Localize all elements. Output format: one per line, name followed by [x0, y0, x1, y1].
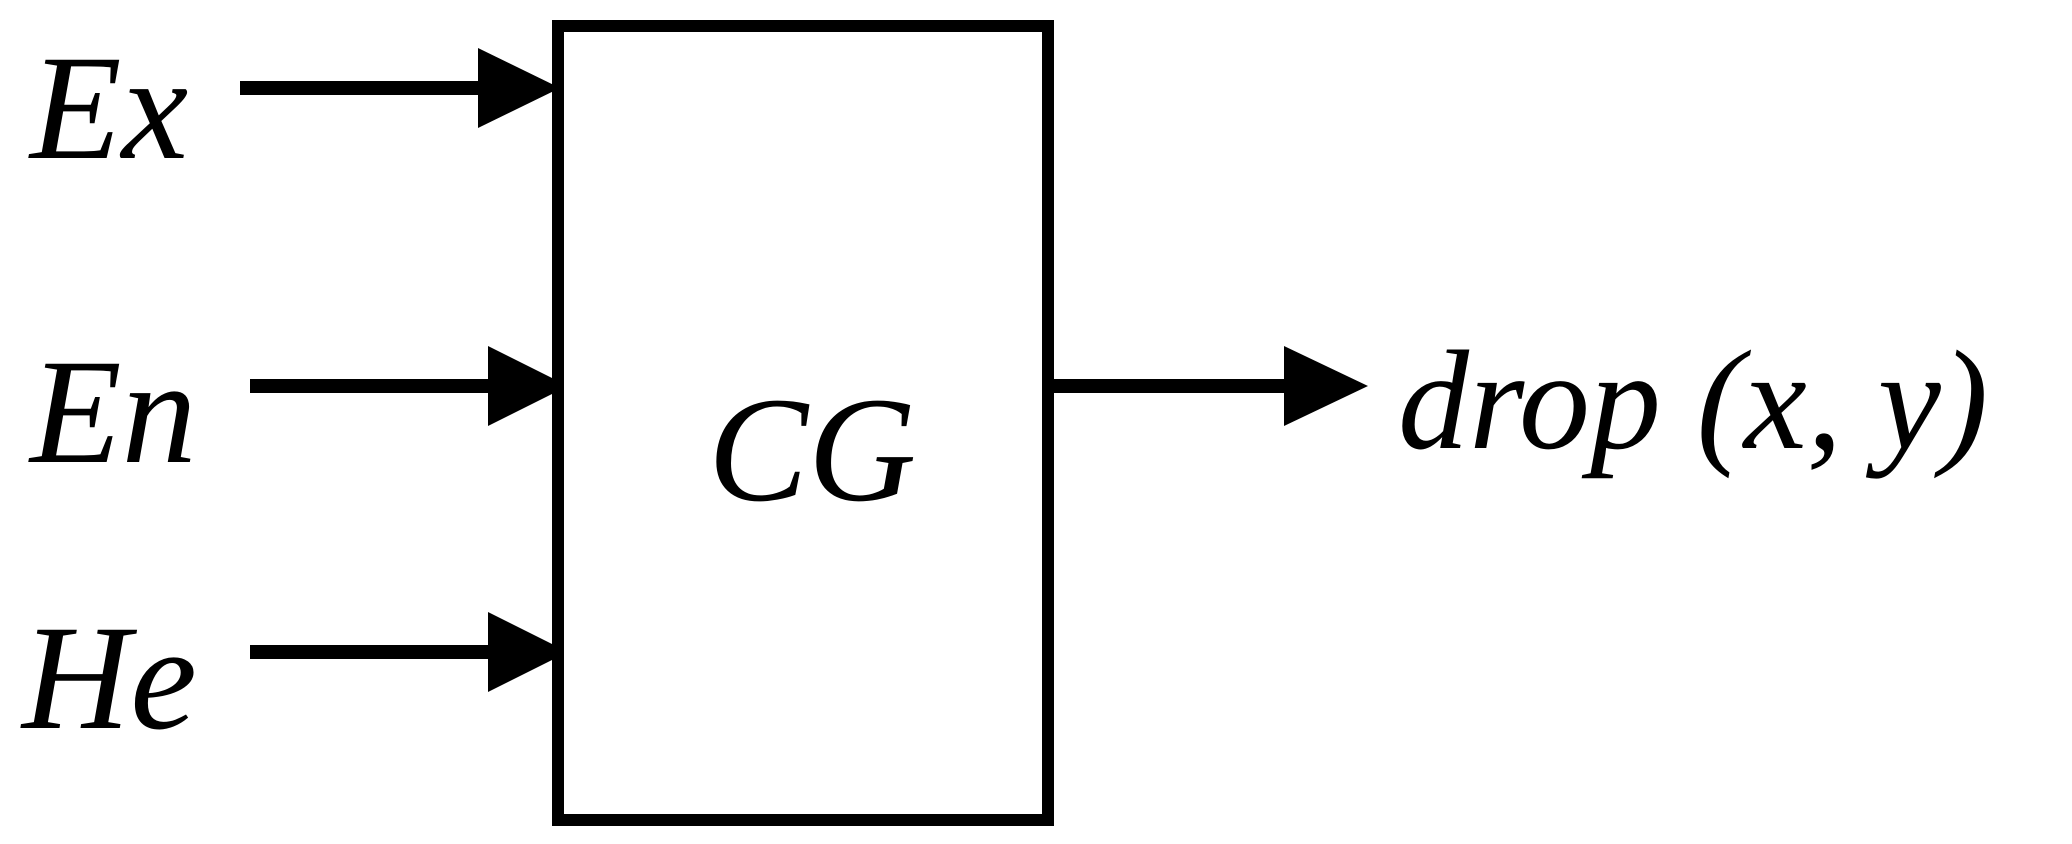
output: drop (x, y): [1050, 321, 1988, 479]
cg-block-label: CG: [708, 367, 916, 533]
input-ex-arrowhead: [478, 48, 560, 128]
output-label: drop (x, y): [1398, 321, 1988, 479]
input-he: He: [20, 595, 568, 761]
input-ex: Ex: [28, 25, 560, 191]
input-he-label: He: [20, 595, 197, 761]
input-en: En: [28, 329, 568, 495]
input-en-arrowhead: [488, 346, 568, 426]
input-ex-label: Ex: [28, 25, 188, 191]
input-he-arrowhead: [488, 612, 568, 692]
input-en-label: En: [28, 329, 197, 495]
cg-block-box: [552, 20, 1054, 826]
cg-block: CG: [552, 20, 1054, 826]
output-arrowhead: [1284, 346, 1368, 426]
